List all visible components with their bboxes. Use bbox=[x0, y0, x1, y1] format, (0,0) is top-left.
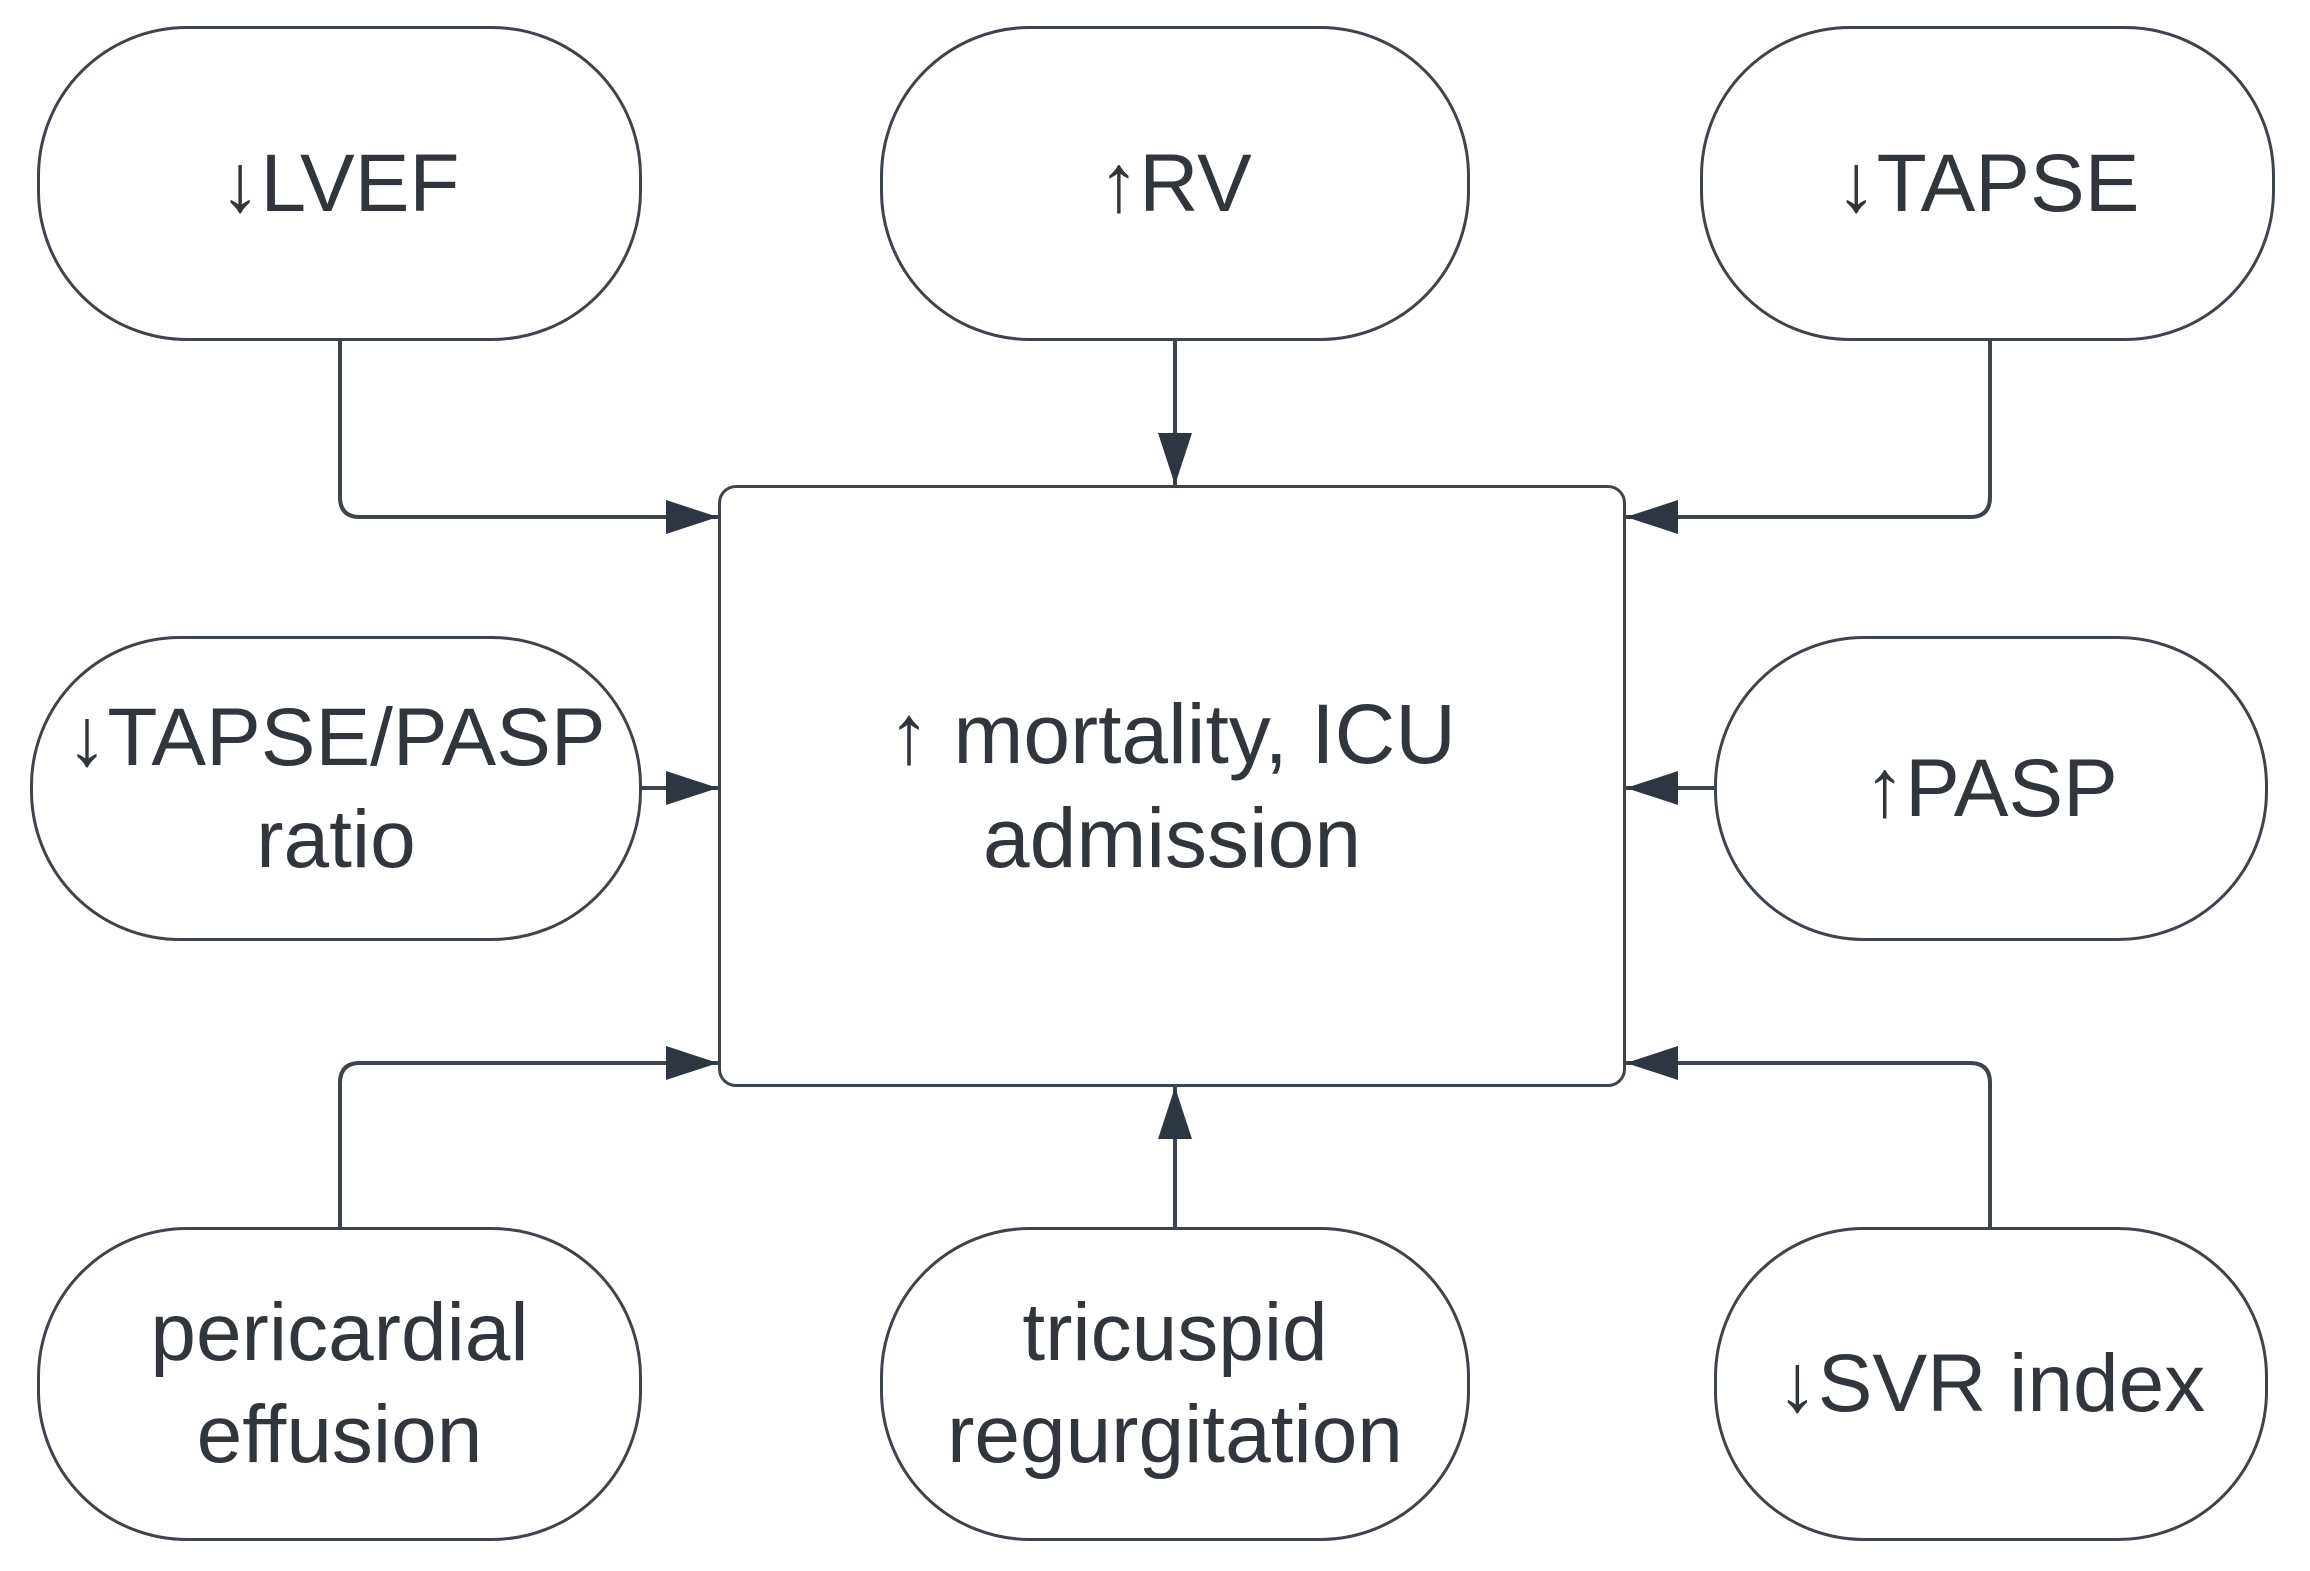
node-rv: ↑RV bbox=[880, 26, 1470, 341]
node-tapse-label: ↓TAPSE bbox=[1835, 137, 2140, 229]
node-pasp: ↑PASP bbox=[1714, 636, 2268, 941]
node-mortality-icu-admission: ↑ mortality, ICU admission bbox=[718, 485, 1626, 1087]
node-tricuspid-regurgitation-label-line1: tricuspid bbox=[1022, 1287, 1328, 1379]
node-lvef: ↓LVEF bbox=[37, 26, 642, 341]
node-svr-index-label: ↓SVR index bbox=[1776, 1338, 2206, 1430]
node-svr-index: ↓SVR index bbox=[1714, 1227, 2268, 1541]
node-tricuspid-regurgitation-label-line2: regurgitation bbox=[947, 1389, 1403, 1480]
node-pericardial-effusion: pericardial effusion bbox=[37, 1227, 642, 1541]
node-mortality-icu-admission-label-line2: admission bbox=[982, 791, 1362, 885]
node-tapse-pasp-ratio: ↓TAPSE/PASP ratio bbox=[30, 636, 642, 941]
node-pericardial-effusion-label-line2: effusion bbox=[196, 1389, 483, 1480]
connector-pericardial-to-center bbox=[338, 1046, 718, 1227]
node-pericardial-effusion-label-line1: pericardial bbox=[150, 1287, 529, 1379]
node-tapse-pasp-ratio-label-line2: ratio bbox=[256, 793, 416, 885]
node-pasp-label: ↑PASP bbox=[1864, 742, 2118, 834]
connector-svr-to-center bbox=[1626, 1046, 1992, 1227]
connector-lvef-to-center bbox=[338, 341, 718, 534]
node-mortality-icu-admission-label-line1: ↑ mortality, ICU bbox=[888, 686, 1456, 781]
node-tapse-pasp-ratio-label-line1: ↓TAPSE/PASP bbox=[66, 691, 606, 783]
node-tapse: ↓TAPSE bbox=[1700, 26, 2275, 341]
node-rv-label: ↑RV bbox=[1098, 137, 1252, 229]
node-lvef-label: ↓LVEF bbox=[219, 137, 460, 229]
connector-tapse-to-center bbox=[1626, 341, 1992, 534]
node-tricuspid-regurgitation: tricuspid regurgitation bbox=[880, 1227, 1470, 1541]
